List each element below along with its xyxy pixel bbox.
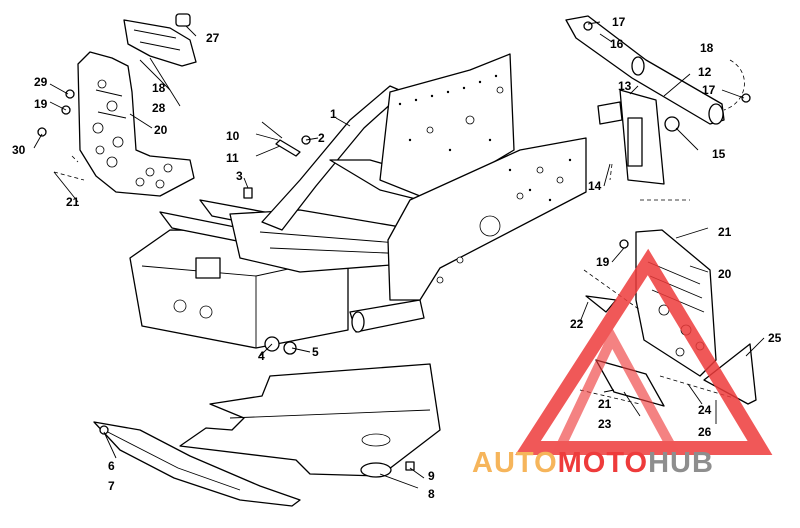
callout-13: 13 <box>618 79 632 93</box>
rivet-pattern <box>398 74 572 202</box>
callout-7: 7 <box>108 479 115 493</box>
callout-24: 24 <box>698 403 712 417</box>
callout-20-right: 20 <box>718 267 732 281</box>
callout-27: 27 <box>206 31 220 45</box>
front-skid-plate <box>93 421 301 507</box>
callout-6: 6 <box>108 459 115 473</box>
callout-17-right: 17 <box>702 83 716 97</box>
callout-11: 11 <box>226 151 239 165</box>
callout-21-right: 21 <box>718 225 732 239</box>
floor-pan <box>179 363 441 478</box>
callout-4: 4 <box>258 349 265 363</box>
callout-18-right: 18 <box>700 41 714 55</box>
callout-16: 16 <box>610 37 624 51</box>
leader-lines <box>33 21 765 489</box>
callout-25: 25 <box>768 331 782 345</box>
callout-15: 15 <box>712 147 726 161</box>
callout-14: 14 <box>588 179 602 193</box>
callout-30: 30 <box>12 143 26 157</box>
callout-2: 2 <box>318 131 325 145</box>
callout-labels: 1 2 3 4 5 6 7 8 9 10 11 12 13 14 15 16 1… <box>12 15 782 501</box>
automotohub-watermark: AUTOMOTOHUB <box>472 248 773 479</box>
callout-10: 10 <box>226 129 240 143</box>
left-footrest-assembly <box>37 13 197 197</box>
callout-18-left: 18 <box>152 81 166 95</box>
callout-9: 9 <box>428 469 435 483</box>
watermark-moto: MOTO <box>558 447 648 479</box>
callout-8: 8 <box>428 487 435 501</box>
callout-26: 26 <box>698 425 712 439</box>
callout-23: 23 <box>598 417 612 431</box>
callout-19-right: 19 <box>596 255 610 269</box>
steering-post-assembly <box>565 15 751 185</box>
callout-29: 29 <box>34 75 48 89</box>
watermark-hub: HUB <box>648 447 714 479</box>
main-chassis-frame <box>129 53 587 355</box>
callout-20-left: 20 <box>154 123 168 137</box>
callout-17-top: 17 <box>612 15 626 29</box>
watermark-text: AUTOMOTOHUB <box>472 447 714 479</box>
watermark-auto: AUTO <box>472 447 558 479</box>
callout-28: 28 <box>152 101 166 115</box>
callout-19-left: 19 <box>34 97 48 111</box>
callout-21-left: 21 <box>66 195 80 209</box>
callout-22: 22 <box>570 317 584 331</box>
callout-1: 1 <box>330 107 337 121</box>
callout-21-lower: 21 <box>598 397 612 411</box>
callout-5: 5 <box>312 345 319 359</box>
watermark-logo-triangles <box>515 248 773 455</box>
callout-3: 3 <box>236 169 243 183</box>
callout-12: 12 <box>698 65 712 79</box>
